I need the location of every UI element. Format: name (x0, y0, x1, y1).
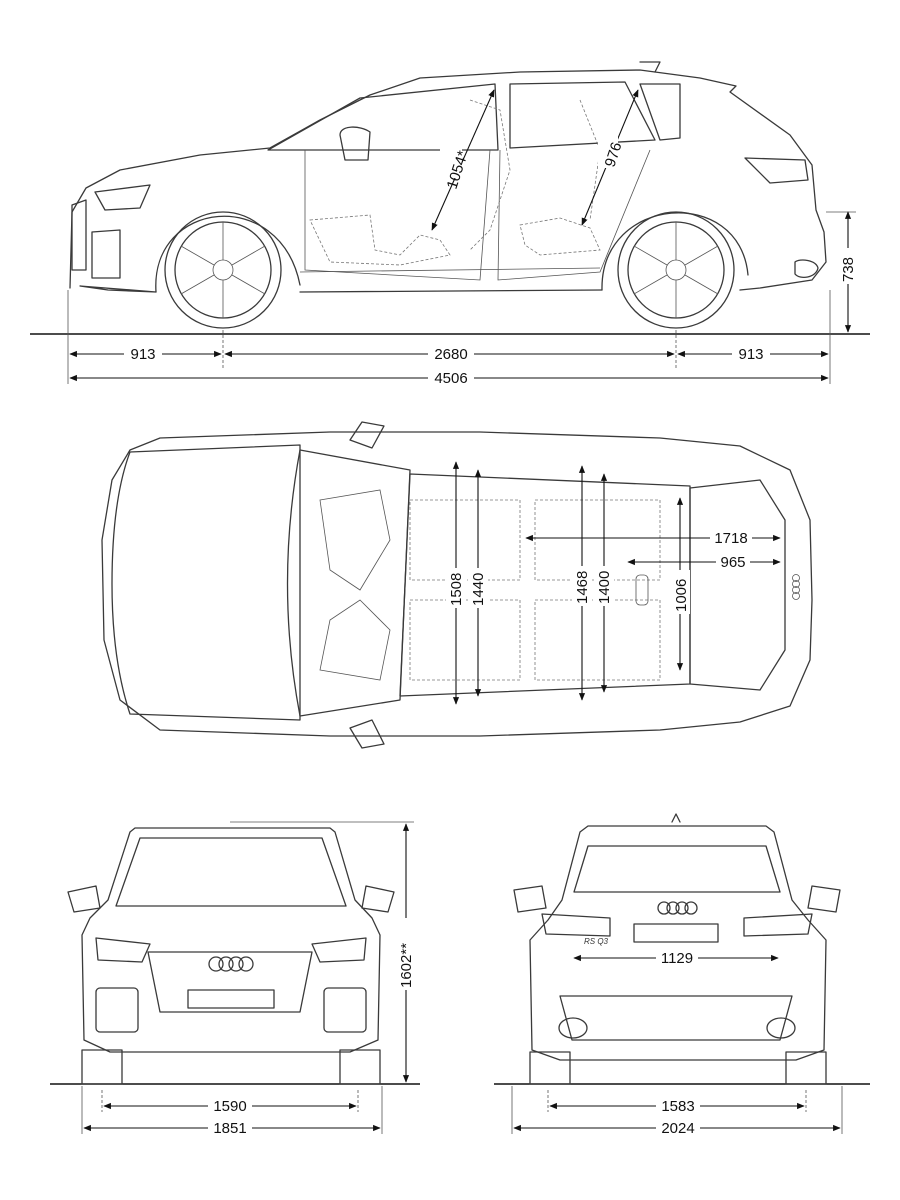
front-left-intake (95, 987, 139, 1033)
top-right-mirror (349, 719, 385, 749)
side-mirror (339, 126, 371, 161)
height-738-label: 738 (840, 257, 857, 282)
rear-shoulder-label: 1468 (574, 571, 591, 604)
load-sill-label: 1129 (661, 950, 693, 967)
load-length-folded-label: 1718 (714, 530, 747, 547)
front-right-mirror (361, 885, 395, 913)
front-shoulder-label: 1508 (448, 573, 465, 606)
front-wheel (164, 211, 282, 329)
rear-view: RS Q3 1129 1583 2024 (494, 813, 870, 1137)
top-hood (111, 444, 301, 721)
rear-model-badge: RS Q3 (584, 937, 609, 946)
front-headroom-dimension (431, 89, 495, 231)
top-dashboard (319, 489, 391, 681)
rear-right-taillight (743, 913, 813, 937)
headlight (94, 184, 151, 211)
rear-headroom-label-bg (598, 132, 618, 168)
side-sill (299, 267, 601, 273)
top-seats-outline (409, 499, 661, 681)
top-rear-window (689, 479, 786, 691)
front-seat-outline (309, 214, 451, 266)
top-roof (399, 473, 691, 697)
rear-headroom-label: 976 (602, 140, 626, 169)
rear-window (509, 81, 656, 149)
load-length-label: 965 (720, 554, 745, 571)
front-body-outline (81, 827, 381, 1053)
mirror-width-label: 2024 (661, 1120, 694, 1137)
rear-antenna (671, 813, 681, 823)
rear-right-exhaust (766, 1017, 796, 1039)
front-right-headlight (311, 937, 367, 963)
rear-wheel (617, 211, 735, 329)
exhaust-tip (794, 259, 819, 279)
rear-left-exhaust (558, 1017, 588, 1039)
front-left-mirror (67, 885, 101, 913)
rear-audi-rings (657, 901, 698, 915)
front-intake (91, 229, 121, 279)
vehicle-height-label: 1602** (398, 943, 415, 988)
top-roof-antenna (635, 574, 649, 606)
rear-left-mirror (513, 885, 547, 913)
side-body-outline (69, 69, 827, 293)
front-left-tyre (81, 1049, 123, 1085)
front-grille-large (147, 951, 313, 1013)
load-width-label: 1006 (673, 579, 690, 612)
headroom-seat-back (469, 99, 601, 251)
overall-length-label: 4506 (434, 370, 467, 387)
top-body-outline (101, 431, 813, 737)
front-plate (187, 989, 275, 1009)
rear-track-label: 1583 (661, 1098, 694, 1115)
front-view: 1602** 1590 1851 (50, 821, 420, 1137)
top-rear-rings (792, 574, 800, 600)
top-left-mirror (349, 421, 385, 449)
front-left-headlight (95, 937, 151, 963)
front-right-tyre (339, 1049, 381, 1085)
front-overhang-label: 913 (130, 346, 155, 363)
side-view: 1054* 976 738 913 2680 913 4506 (30, 61, 870, 387)
front-window (267, 83, 499, 151)
rear-elbow-label: 1400 (596, 571, 613, 604)
front-track-label: 1590 (213, 1098, 246, 1115)
top-windshield (286, 449, 411, 717)
rear-door (497, 149, 651, 281)
front-grille (71, 199, 87, 271)
roof-antenna (639, 61, 661, 73)
front-wheel-arch (155, 215, 301, 293)
tail-light (744, 157, 809, 184)
front-windshield (115, 837, 347, 907)
rear-plate-area (633, 923, 719, 943)
front-headroom-label-bg (440, 132, 462, 178)
rear-seat-outline (519, 217, 601, 256)
front-width-label: 1851 (213, 1120, 246, 1137)
rear-wheel-arch (601, 212, 749, 291)
rear-left-tyre (529, 1051, 571, 1085)
rear-overhang-label: 913 (738, 346, 763, 363)
quarter-window (639, 83, 681, 141)
front-right-intake (323, 987, 367, 1033)
rear-right-mirror (807, 885, 841, 913)
rear-window-glass (573, 845, 781, 893)
rear-left-taillight (541, 913, 611, 937)
rear-body-outline (529, 825, 827, 1061)
top-view: 1508 1440 1468 1400 1006 1718 965 (101, 421, 813, 749)
rear-diffuser (559, 995, 793, 1041)
front-audi-rings (208, 956, 254, 972)
rear-right-tyre (785, 1051, 827, 1085)
wheelbase-label: 2680 (434, 346, 467, 363)
front-elbow-label: 1440 (470, 573, 487, 606)
